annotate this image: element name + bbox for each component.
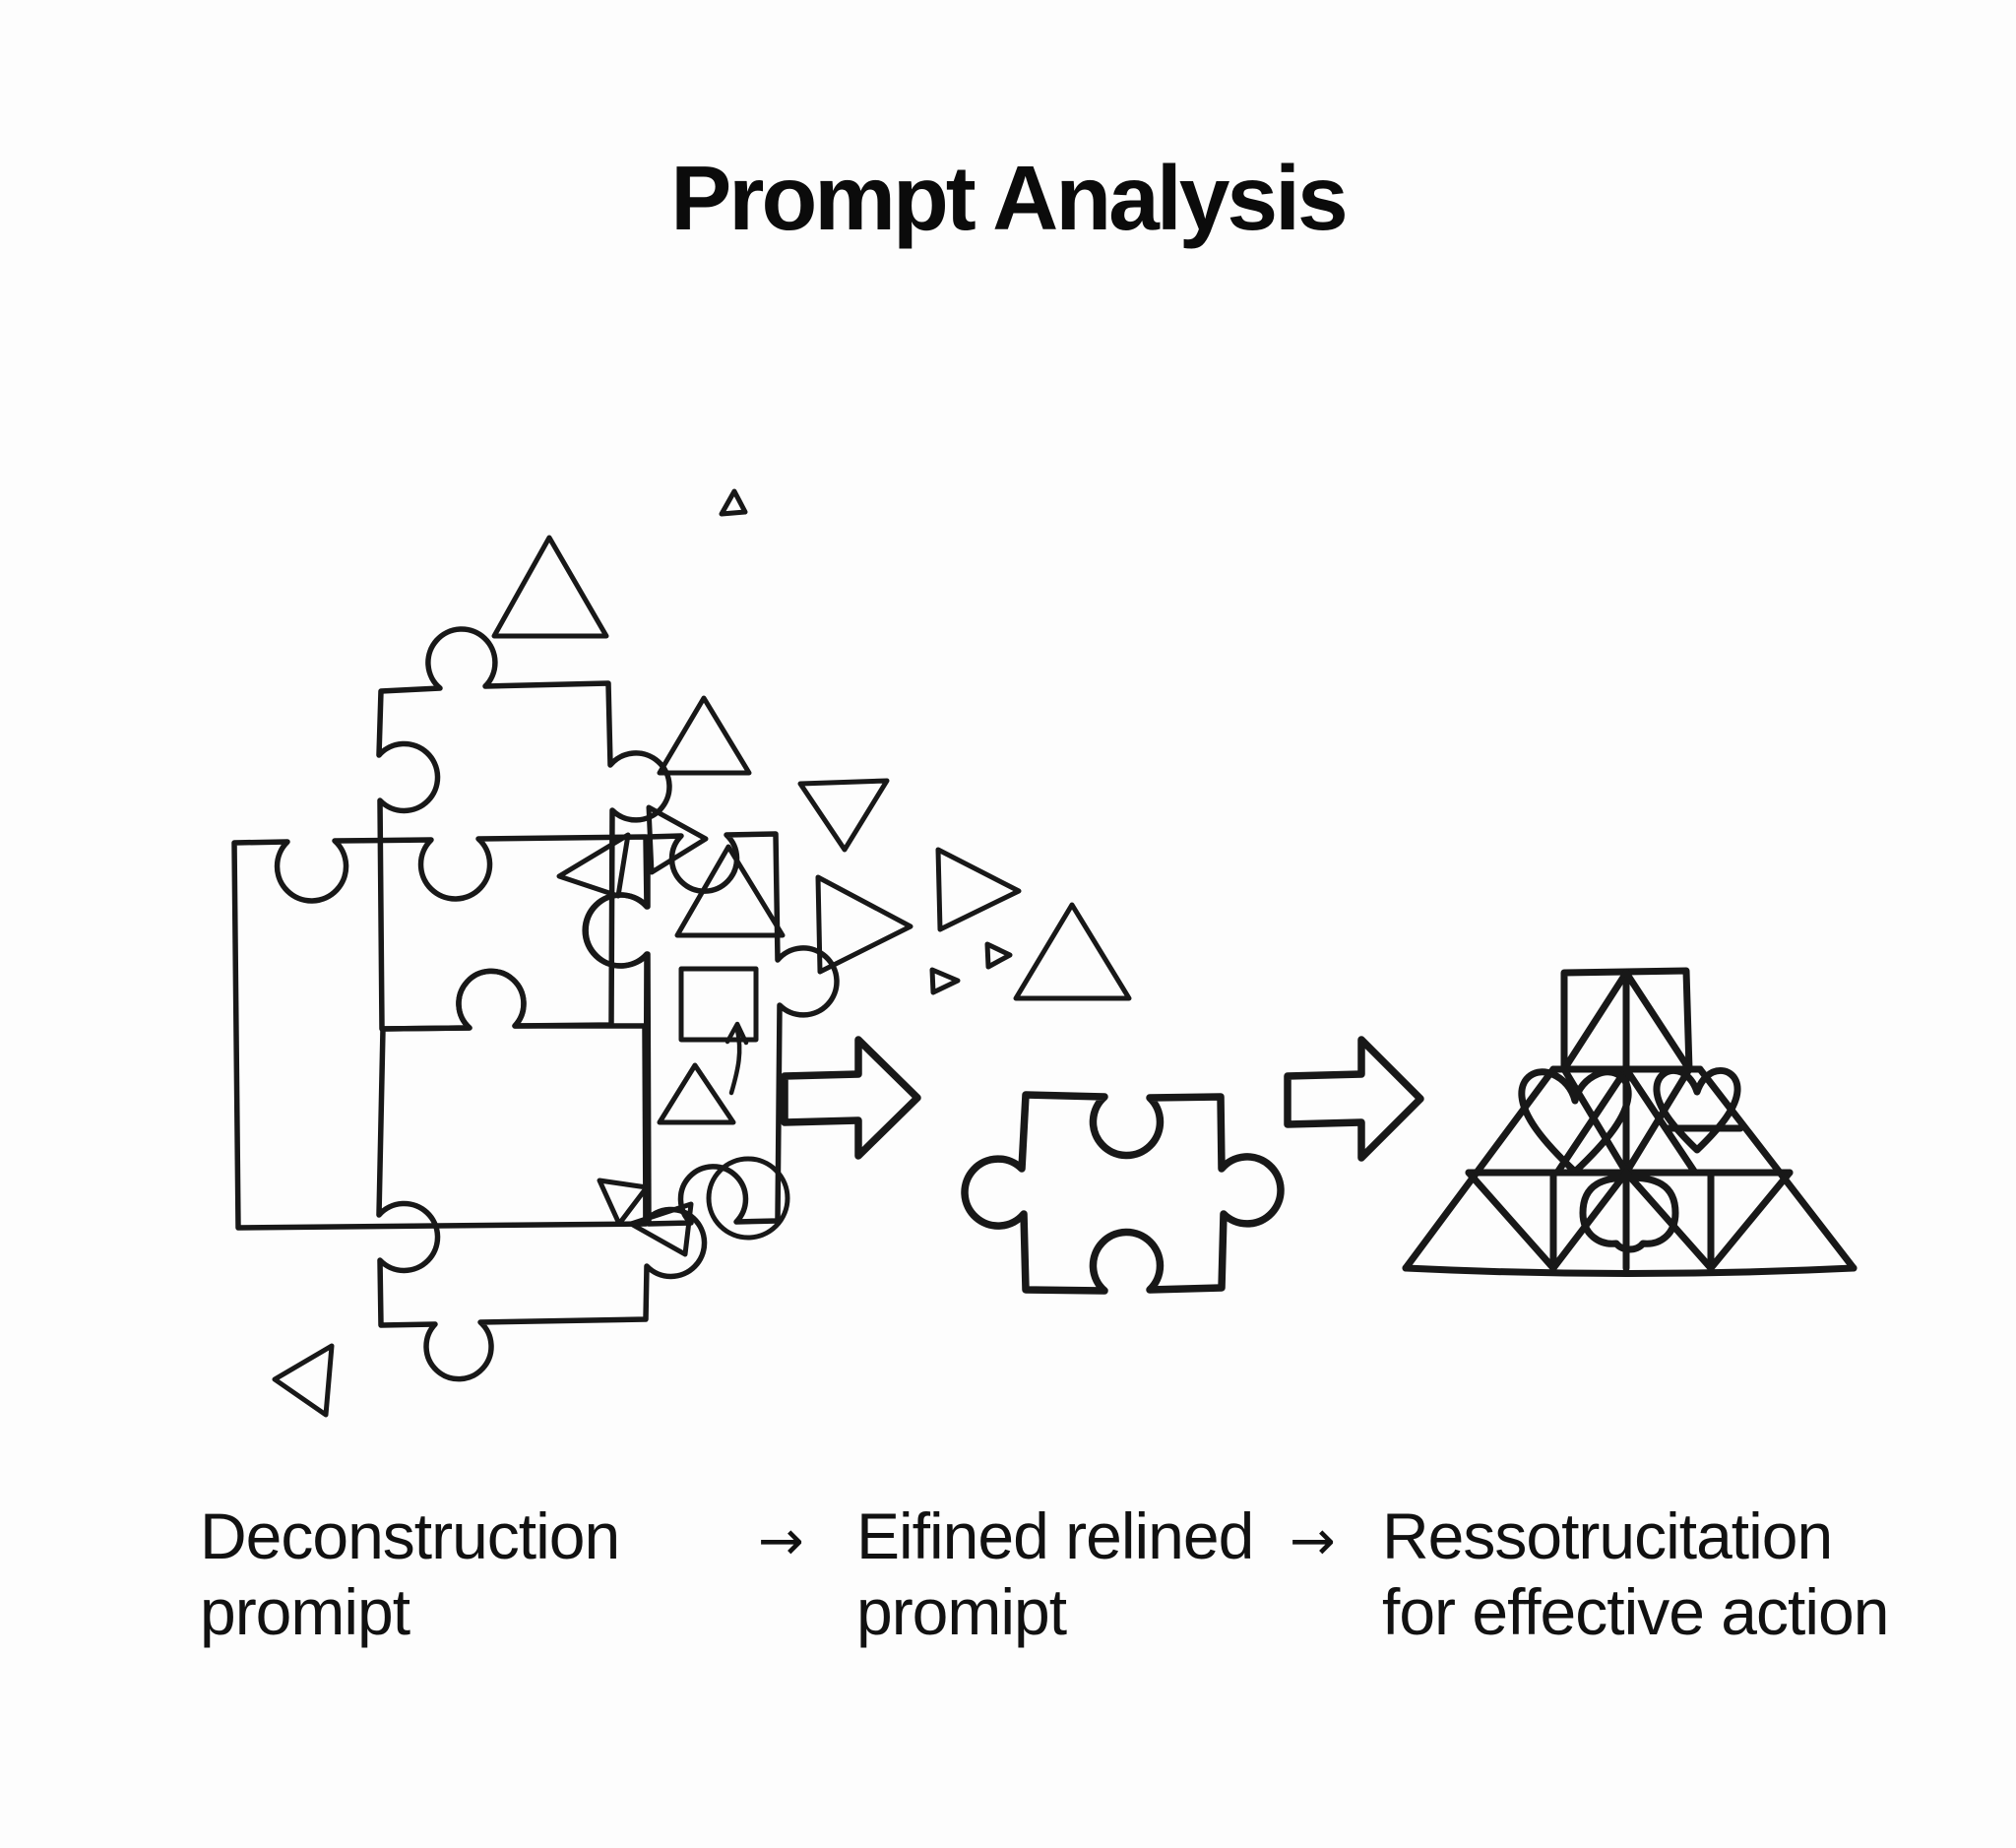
right-arrow-icon: → (1290, 1509, 1336, 1573)
triangle-icon (646, 804, 709, 875)
puzzle-piece-icon (376, 626, 672, 1032)
puzzle-piece-icon (583, 831, 840, 1227)
puzzle-cluster-icon (231, 626, 840, 1382)
triangle-icon (597, 1178, 650, 1227)
stage-label-refined-prompt: Eifined relined promipt (856, 1498, 1254, 1650)
triangle-icon (272, 1343, 335, 1418)
stage-label-line1: Eifined relined (856, 1499, 1254, 1572)
lattice-line (1707, 1169, 1794, 1272)
triangle-icon (657, 695, 752, 776)
block-arrow-icon (781, 1036, 921, 1160)
lattice-line (1622, 969, 1693, 1073)
scattered-shapes (272, 488, 1132, 1418)
puzzle-piece-icon (231, 834, 650, 1231)
triangle-icon (929, 967, 961, 995)
heart-icon (1518, 1068, 1632, 1176)
lattice-line (1622, 1169, 1715, 1272)
stage-label-line2: promipt (856, 1575, 1067, 1648)
stage-label-restructuration: Ressotrucitation for effective action (1382, 1498, 1889, 1650)
right-arrow-icon: → (758, 1509, 804, 1573)
triangle-icon (815, 874, 914, 975)
triangle-icon (1013, 902, 1132, 1001)
page-title: Prompt Analysis (670, 147, 1348, 249)
curved-arrow-icon (724, 1021, 749, 1096)
puzzle-piece-icon (376, 968, 708, 1382)
triangle-icon (797, 778, 890, 853)
lattice-line (1622, 1065, 1693, 1177)
heart-icon (1653, 1067, 1741, 1154)
arrowhead-icon (719, 488, 748, 517)
triangle-icon (674, 844, 786, 938)
triangle-icon (657, 1062, 736, 1125)
stage-label-line2: promipt (200, 1575, 410, 1648)
lattice-line (1560, 969, 1630, 1073)
lattice-line (1465, 1169, 1557, 1272)
lattice-line (1549, 1169, 1630, 1272)
triangle-icon (935, 847, 1022, 932)
assembled-structure-icon (1402, 967, 1858, 1277)
lattice-line (1553, 1065, 1630, 1177)
structure-edge (1402, 1065, 1557, 1272)
single-puzzle-piece-icon (961, 1091, 1285, 1295)
square-icon (678, 966, 759, 1043)
structure-base (1402, 1264, 1858, 1277)
stage-label-line1: Deconstruction (200, 1499, 620, 1572)
stage-label-deconstruction: Deconstruction promipt (200, 1498, 620, 1650)
structure-edge (1696, 1065, 1858, 1272)
blob-icon (1579, 1174, 1679, 1253)
stage-label-line1: Ressotrucitation (1382, 1499, 1833, 1572)
stage-label-line2: for effective action (1382, 1575, 1889, 1648)
circle-icon (706, 1156, 790, 1241)
triangle-icon (984, 941, 1013, 970)
triangle-icon (491, 535, 609, 639)
triangle-icon (628, 1201, 694, 1257)
block-arrow-icon (1284, 1036, 1424, 1162)
triangle-icon (556, 832, 631, 899)
